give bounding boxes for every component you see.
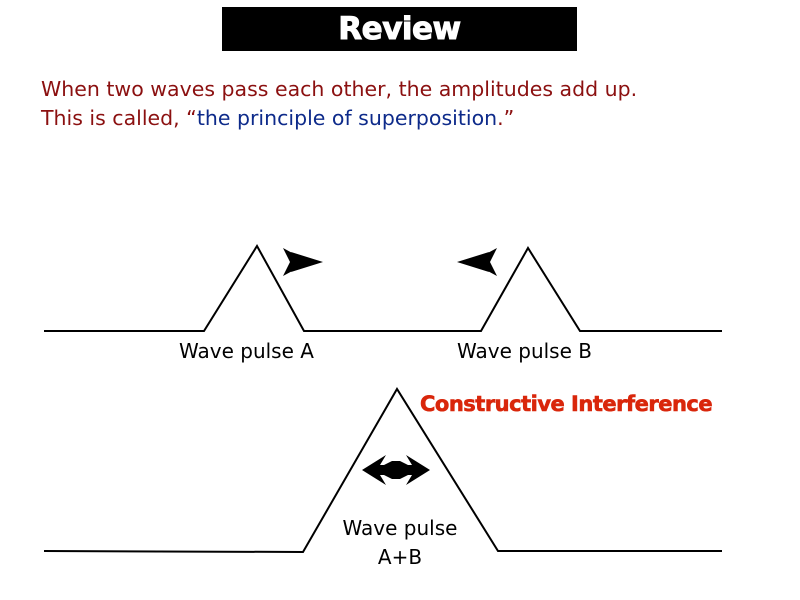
intro-line-2-before: This is called, “	[41, 106, 197, 130]
slide-title: Review	[338, 11, 462, 48]
combined-pulse-label-line-2: A+B	[377, 545, 423, 569]
interference-label: Constructive Interference	[420, 392, 713, 417]
wave-line-bottom	[43, 387, 722, 554]
combined-pulse-label: Wave pulse A+B	[335, 514, 465, 572]
double-arrow-icon	[362, 455, 430, 485]
pulse-b-label: Wave pulse B	[457, 339, 592, 363]
intro-text: When two waves pass each other, the ampl…	[41, 75, 637, 133]
intro-line-2-after: .”	[497, 106, 515, 130]
intro-line-1: When two waves pass each other, the ampl…	[41, 77, 638, 101]
combined-pulse-label-line-1: Wave pulse	[342, 516, 458, 540]
superposition-highlight: the principle of superposition	[196, 106, 498, 130]
arrow-left-icon	[457, 248, 497, 276]
intro-line-2: This is called, “the principle of superp…	[41, 104, 637, 133]
arrow-right-icon	[283, 248, 323, 276]
wave-line-top	[44, 244, 722, 332]
title-bar: Review	[222, 7, 577, 51]
pulse-a-label: Wave pulse A	[179, 339, 314, 363]
